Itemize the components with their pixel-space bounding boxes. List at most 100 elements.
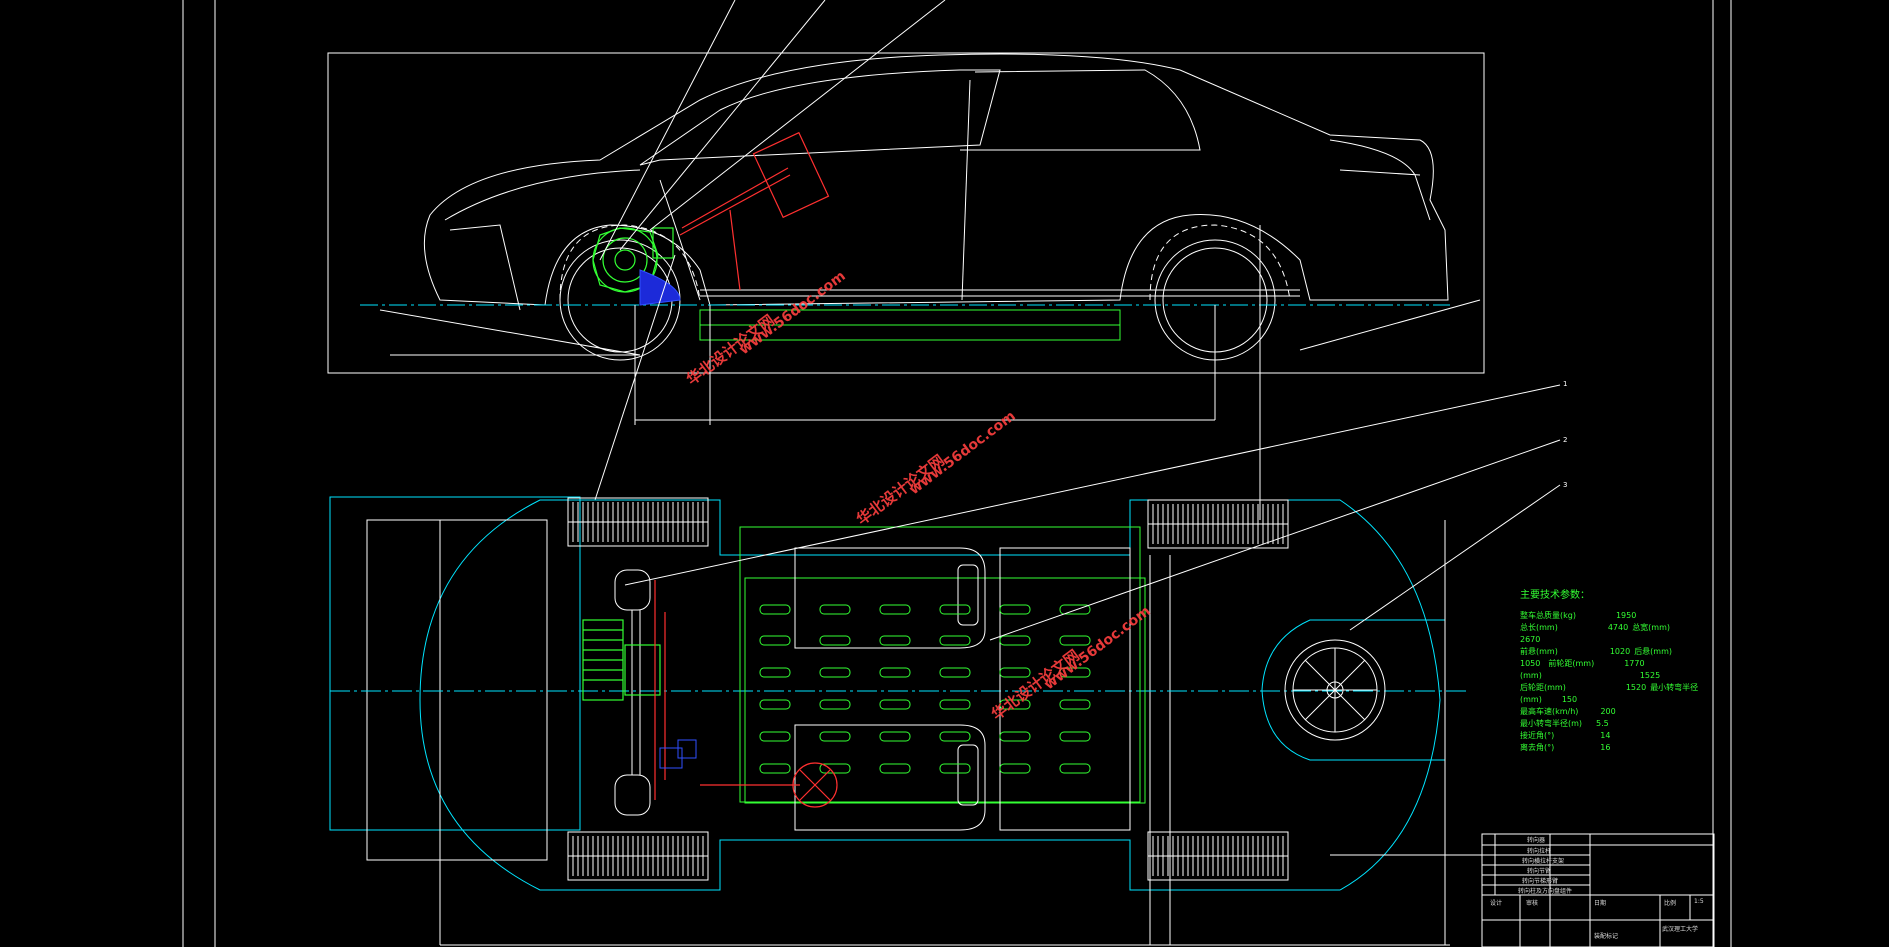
floor-slot xyxy=(999,763,1031,774)
spec-value: 1525 xyxy=(1639,671,1661,680)
spec-row: (mm) 150 xyxy=(1520,694,1710,706)
projection-lines xyxy=(634,225,1261,520)
tb-row-4: 转向节臂 xyxy=(1527,868,1552,875)
floor-slot xyxy=(999,635,1031,646)
floor-slot xyxy=(939,604,971,615)
floor-slot xyxy=(819,731,851,742)
spec-value: 4740 xyxy=(1607,623,1629,632)
spare-wheel xyxy=(1284,639,1386,741)
floor-slot xyxy=(1059,699,1091,710)
spec-value: 1020 xyxy=(1609,647,1631,656)
floor-slot xyxy=(819,604,851,615)
spec-label: (mm) xyxy=(1520,695,1542,704)
callout-3: 3 xyxy=(1563,481,1568,489)
spec-value: 1770 xyxy=(1624,659,1645,668)
spec-value: 5.5 xyxy=(1596,719,1609,728)
spec-title: 主要技术参数： xyxy=(1520,590,1590,601)
floor-slot xyxy=(759,763,791,774)
spec-label: 前悬(mm) xyxy=(1520,647,1558,656)
floor-slot xyxy=(879,604,911,615)
floor-layout xyxy=(739,526,1146,804)
spec-label: 后轮距(mm) xyxy=(1520,683,1566,692)
spec-row: (mm)1525 xyxy=(1520,670,1710,682)
floor-slot xyxy=(999,731,1031,742)
floor-slot xyxy=(939,699,971,710)
callout-1: 1 xyxy=(1563,380,1568,388)
floor-slot xyxy=(879,667,911,678)
floor-slot xyxy=(1059,667,1091,678)
floor-slot xyxy=(1059,604,1091,615)
spec-row: 最小转弯半径(m) 5.5 xyxy=(1520,718,1710,730)
front-axle-plan xyxy=(582,569,838,816)
spec-label: 最小转弯半径(m) xyxy=(1520,719,1583,728)
tb-row-5: 转向节梯形臂 xyxy=(1522,878,1559,885)
title-block-text: 转向器 转向拉杆 转向横拉杆支架 转向节臂 转向节梯形臂 转向柱及方向盘组件 设… xyxy=(1482,834,1752,947)
spec-value: 14 xyxy=(1600,731,1611,740)
tb-checker: 审核 xyxy=(1526,900,1539,907)
spec-row: 离去角(°)16 xyxy=(1520,742,1710,754)
spec-value: 200 xyxy=(1600,707,1616,716)
floor-slot xyxy=(879,731,911,742)
floor-slot xyxy=(939,635,971,646)
plan-outline xyxy=(366,519,1450,946)
floor-slot xyxy=(999,604,1031,615)
tb-date: 日期 xyxy=(1594,900,1607,907)
spec-value: 最小转弯半径 xyxy=(1650,683,1699,692)
floor-slot xyxy=(819,635,851,646)
spec-row: 2670 xyxy=(1520,634,1710,646)
chassis-side xyxy=(699,309,1121,341)
tb-row-3: 转向横拉杆支架 xyxy=(1522,858,1565,865)
floor-slot xyxy=(939,667,971,678)
floor-slot xyxy=(759,731,791,742)
spec-row: 1050 前轮距(mm) 1770 xyxy=(1520,658,1710,670)
plan-view xyxy=(329,496,1445,891)
spec-value: 总宽(mm) xyxy=(1632,623,1671,632)
spec-label: 离去角(°) xyxy=(1520,743,1555,752)
spec-value: 150 xyxy=(1561,695,1578,704)
callout-2: 2 xyxy=(1563,436,1568,444)
leader-lines-right xyxy=(624,384,1561,856)
drawing-frame xyxy=(182,0,1732,947)
spec-label: 总长(mm) xyxy=(1520,623,1558,632)
tb-designer: 设计 xyxy=(1490,900,1503,907)
floor-slot xyxy=(879,763,911,774)
spec-row: 接近角(°) 14 xyxy=(1520,730,1710,742)
floor-slot xyxy=(819,699,851,710)
spec-label: 接近角(°) xyxy=(1520,731,1555,740)
tb-row-6: 转向柱及方向盘组件 xyxy=(1518,888,1573,895)
spec-label: 1050 xyxy=(1520,659,1541,668)
spec-row: 整车总质量(kg)1950 xyxy=(1520,610,1710,622)
spec-value: 前轮距(mm) xyxy=(1548,659,1595,668)
spec-value: 1520 xyxy=(1625,683,1647,692)
floor-slot xyxy=(759,604,791,615)
floor-slot xyxy=(939,731,971,742)
floor-slot xyxy=(1059,731,1091,742)
tb-scale: 1:5 xyxy=(1694,898,1704,905)
tb-row-1: 转向器 xyxy=(1527,837,1546,844)
floor-slot xyxy=(819,763,851,774)
spec-label: 2670 xyxy=(1520,635,1541,644)
seats xyxy=(794,547,1131,831)
floor-slot xyxy=(999,667,1031,678)
tb-scale-label: 比例 xyxy=(1664,900,1677,907)
spec-value: 后悬(mm) xyxy=(1634,647,1673,656)
floor-slot xyxy=(819,667,851,678)
tb-drawing-title: 装配标记 xyxy=(1594,933,1619,940)
floor-slot xyxy=(939,763,971,774)
spec-value: 1950 xyxy=(1615,611,1637,620)
floor-slot xyxy=(1059,635,1091,646)
side-view xyxy=(327,52,1485,374)
floor-slot xyxy=(999,699,1031,710)
floor-slot xyxy=(879,635,911,646)
floor-slot xyxy=(759,667,791,678)
floor-slot xyxy=(759,699,791,710)
floor-slot xyxy=(759,635,791,646)
tb-row-2: 转向拉杆 xyxy=(1527,848,1552,855)
tb-school: 武汉理工大学 xyxy=(1662,926,1699,933)
floor-slot xyxy=(879,699,911,710)
